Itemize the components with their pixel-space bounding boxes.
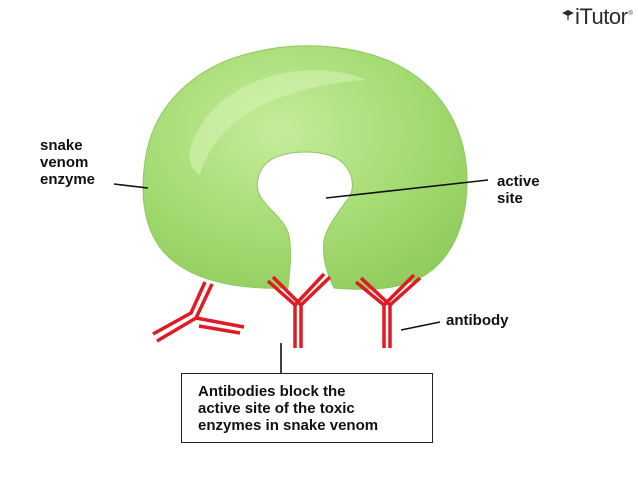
enzyme-label-line-2: venom (40, 154, 89, 171)
antibody-2 (266, 272, 332, 348)
active-site-label: active site (497, 173, 540, 207)
enzyme-label: snake venom enzyme (40, 137, 95, 188)
active-site-leader-line (325, 179, 489, 199)
registered-mark: ® (628, 11, 633, 17)
active-site-label-line-1: active (497, 173, 540, 190)
caption-line-2: active site of the toxic (198, 400, 355, 417)
enzyme-label-line-3: enzyme (40, 171, 96, 188)
itutor-logo: iTutor ® (562, 4, 633, 30)
caption-box: Antibodies block the active site of the … (181, 373, 433, 443)
antibodies (152, 272, 422, 348)
caption-line-1: Antibodies block the (198, 383, 346, 400)
graduation-cap-icon (562, 10, 574, 20)
antibody-label: antibody (446, 312, 509, 329)
active-site-label-line-2: site (497, 190, 523, 207)
antibody-1 (152, 281, 245, 343)
antibody-leader-line (400, 321, 441, 331)
leader-lines (113, 179, 489, 373)
caption-line-3: enzymes in snake venom (198, 417, 379, 434)
antibody-3 (354, 273, 422, 348)
snake-venom-enzyme (142, 45, 468, 290)
brand-name: iTutor (575, 4, 628, 29)
enzyme-highlight (189, 70, 365, 175)
enzyme-label-line-1: snake (40, 137, 83, 154)
enzyme-leader-line (113, 183, 149, 189)
